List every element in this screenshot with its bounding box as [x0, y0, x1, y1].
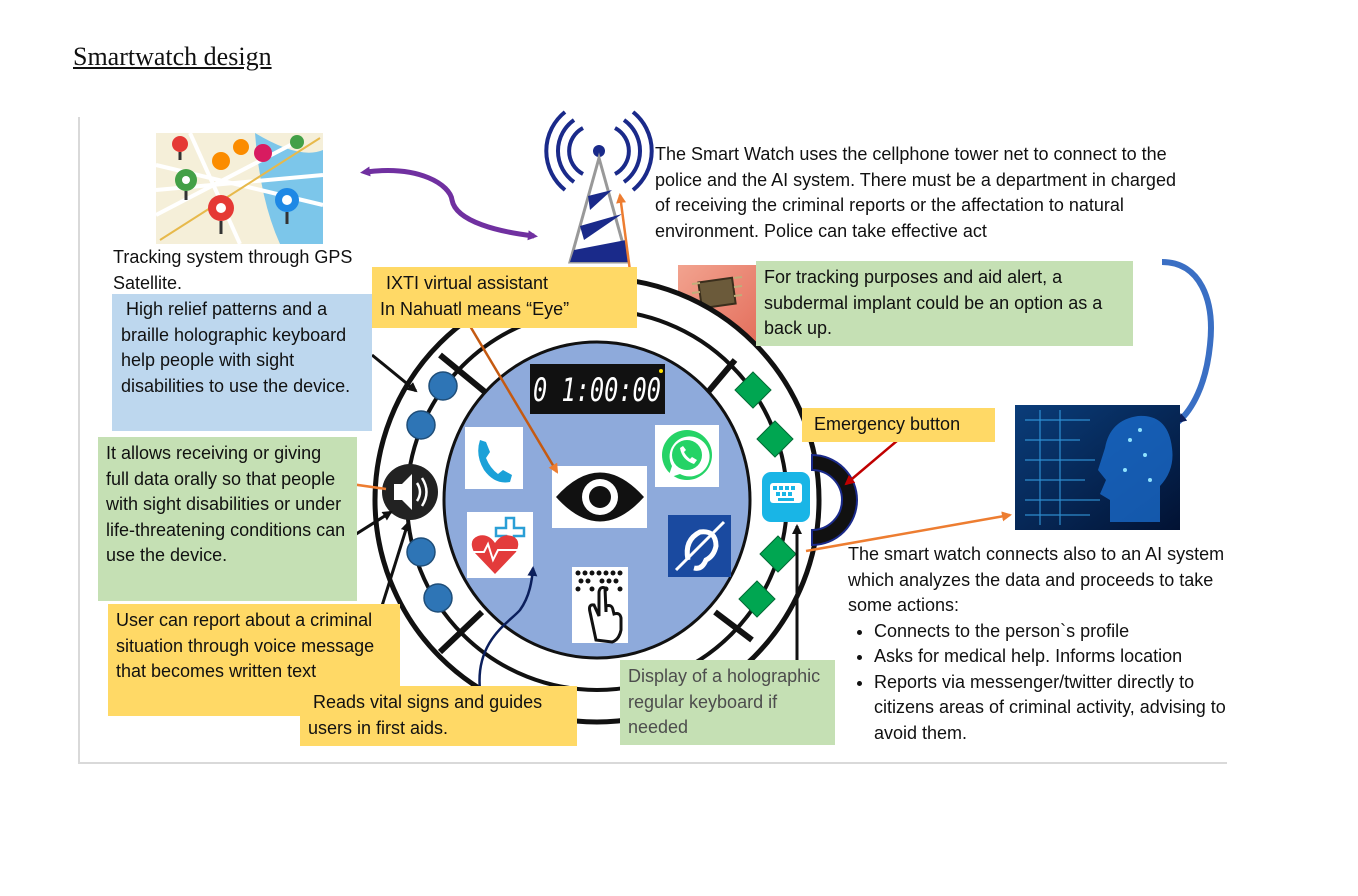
tower-label: The Smart Watch uses the cellphone tower…: [655, 144, 1176, 241]
keyboard-icon[interactable]: [762, 472, 810, 522]
ai-description: The smart watch connects also to an AI s…: [848, 542, 1228, 746]
braille-arrow: [371, 353, 418, 393]
assistant-label: IXTI virtual assistant In Nahuatl means …: [372, 267, 637, 328]
whatsapp-icon[interactable]: [655, 425, 719, 487]
gps-map-icon: [155, 132, 324, 245]
braille-diamonds-right: [734, 371, 797, 618]
vitals-label-text: Reads vital signs and guides users in fi…: [308, 692, 543, 738]
report-arrow: [379, 521, 411, 610]
braille-touch-icon[interactable]: [572, 567, 628, 644]
clock-text: 0 1:00:00: [533, 371, 661, 409]
health-icon[interactable]: [467, 512, 533, 578]
hearing-icon[interactable]: [668, 515, 731, 577]
emergency-arrow: [844, 439, 899, 486]
gps-link-arrow: [360, 166, 538, 241]
report-label: User can report about a criminal situati…: [108, 604, 400, 716]
clock-display: 0 1:00:00: [530, 364, 665, 414]
ai-action-item: Asks for medical help. Informs location: [874, 644, 1228, 670]
assistant-line1: IXTI virtual assistant: [386, 273, 549, 293]
phone-icon[interactable]: [465, 427, 523, 489]
vitals-arrow: [478, 566, 538, 691]
braille-label-text: High relief patterns and a braille holog…: [121, 299, 351, 396]
ai-link-arrow: [1161, 259, 1214, 425]
ai-intro: The smart watch connects also to an AI s…: [848, 544, 1225, 615]
assistant-line2: In Nahuatl means “Eye”: [380, 298, 570, 319]
assistant-arrow: [468, 325, 559, 474]
cell-tower-icon: [544, 110, 654, 264]
ai-action-item: Connects to the person`s profile: [874, 619, 1228, 645]
vitals-label: Reads vital signs and guides users in fi…: [300, 686, 577, 746]
oral-label: It allows receiving or giving full data …: [98, 437, 357, 601]
diagram-frame: [78, 117, 1227, 764]
braille-label: High relief patterns and a braille holog…: [112, 294, 372, 431]
ai-action-item: Reports via messenger/twitter directly t…: [874, 670, 1228, 747]
keyboard-label: Display of a holographic regular keyboar…: [620, 660, 835, 745]
gps-label: Tracking system through GPS Satellite.: [113, 247, 353, 293]
braille-dots-left: [406, 371, 458, 613]
speaker-icon[interactable]: [382, 464, 438, 520]
ai-head-icon: [1015, 405, 1180, 530]
ai-actions-list: Connects to the person`s profile Asks fo…: [848, 619, 1228, 747]
emergency-label: Emergency button: [802, 408, 995, 442]
page-title: Smartwatch design: [73, 42, 272, 71]
implant-label: For tracking purposes and aid alert, a s…: [756, 261, 1133, 346]
eye-icon[interactable]: [552, 466, 647, 528]
ai-arrow: [805, 511, 1012, 553]
